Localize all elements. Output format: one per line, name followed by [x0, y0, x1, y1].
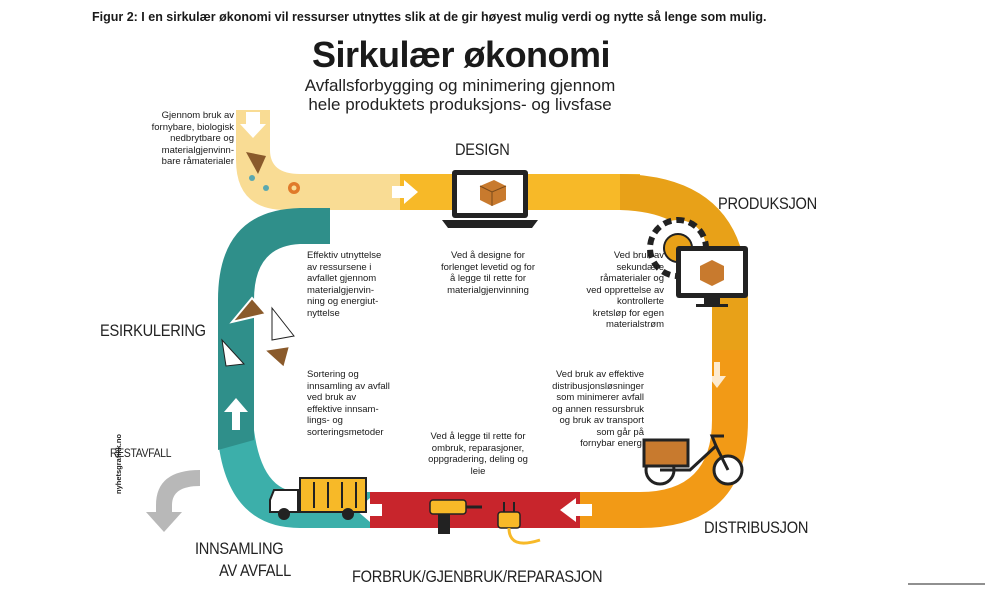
- consumption-arrow: [356, 498, 382, 522]
- collection-label-line-2: AV AVFALL: [219, 561, 291, 580]
- figure-caption: Figur 2: I en sirkulær økonomi vil ressu…: [92, 10, 767, 24]
- laptop-icon: [442, 170, 538, 228]
- description-distribution: Ved bruk av effektive distribusjonsløsni…: [552, 369, 644, 449]
- description-production: Ved bruk av sekundære råmaterialer og ve…: [586, 250, 664, 330]
- diagram-subtitle: Avfallsforbygging og minimering gjennom …: [300, 76, 620, 114]
- cargo-bike-icon: [642, 434, 744, 486]
- stage-label-recycling: ESIRKULERING: [100, 321, 206, 340]
- distribution-arrow: [560, 498, 592, 522]
- production-band: [620, 174, 748, 360]
- plug-icon: [497, 502, 541, 545]
- description-collection: Sortering og innsamling av avfall ved br…: [307, 369, 390, 438]
- stage-label-design: DESIGN: [455, 140, 510, 159]
- monitor-icon: [676, 246, 748, 307]
- subtitle-line-1: Avfallsforbygging og minimering gjennom: [304, 76, 616, 95]
- diagram-title: Sirkulær økonomi: [312, 34, 611, 75]
- distribution-band: [560, 350, 748, 528]
- description-feed: Gjennom bruk av fornybare, biologisk ned…: [151, 110, 234, 167]
- description-design: Ved å designe for forlenget levetid og f…: [440, 250, 535, 296]
- garbage-truck-icon: [269, 477, 367, 520]
- feed-band: [236, 110, 420, 210]
- stage-label-consumption: FORBRUK/GJENBRUK/REPARASJON: [352, 567, 603, 586]
- stage-label-residual: RESTAVFALL: [110, 446, 172, 460]
- stage-label-production: PRODUKSJON: [718, 194, 817, 213]
- subtitle-line-2: hele produktets produksjons- og livsfase: [308, 95, 612, 114]
- drill-icon: [429, 499, 482, 534]
- recycling-band: [218, 208, 330, 450]
- collection-label-line-1: INNSAMLING: [195, 539, 284, 558]
- consumption-band: [360, 492, 580, 528]
- recycle-icon: [221, 296, 295, 370]
- stage-label-distribution: DISTRIBUSJON: [704, 518, 809, 537]
- description-recycling: Effektiv utnyttelse av ressursene i avfa…: [307, 250, 382, 319]
- stage-label-collection: INNSAMLING AV AVFALL: [195, 538, 291, 582]
- recycling-arrow: [224, 398, 248, 430]
- residual-arrow: [146, 470, 200, 532]
- production-arrow: [708, 362, 726, 388]
- raw-material-icon: [246, 152, 300, 194]
- description-consumption: Ved å legge til rette for ombruk, repara…: [428, 431, 528, 477]
- design-arrow: [392, 180, 418, 204]
- feed-arrow: [240, 112, 266, 138]
- brand-credit: nyhetsgrafikk.no: [114, 433, 123, 494]
